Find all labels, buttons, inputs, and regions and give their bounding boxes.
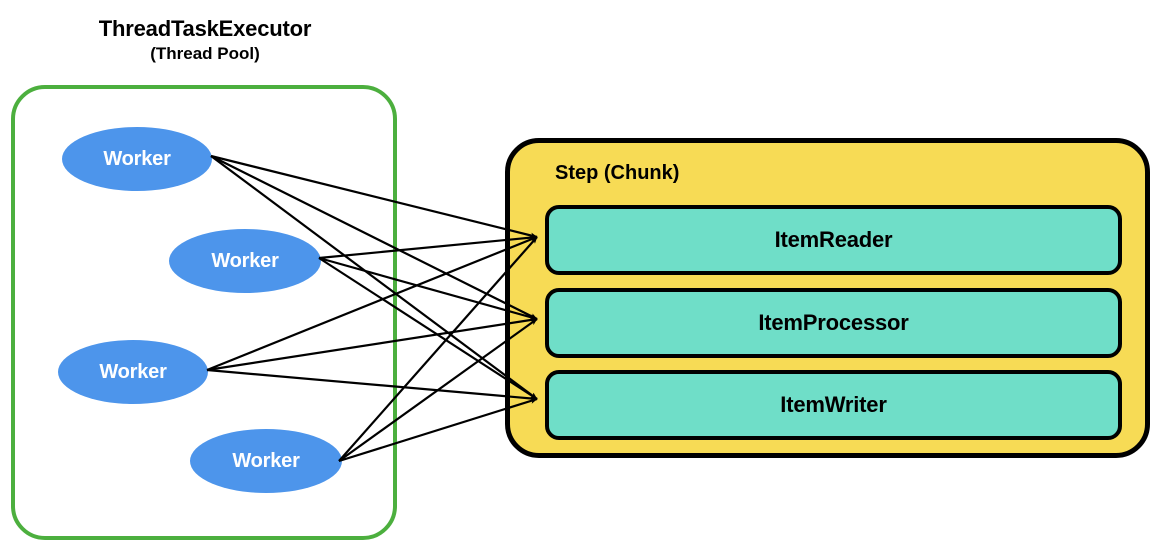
stage-item-reader[interactable]: ItemReader — [545, 205, 1122, 275]
worker-label: Worker — [103, 147, 171, 170]
step-chunk-label: Step (Chunk) — [555, 162, 680, 184]
stage-item-writer[interactable]: ItemWriter — [545, 370, 1122, 440]
stage-label: ItemProcessor — [758, 310, 909, 335]
worker-label: Worker — [211, 249, 279, 272]
worker-node-1[interactable]: Worker — [62, 127, 212, 191]
worker-label: Worker — [232, 449, 300, 472]
worker-node-2[interactable]: Worker — [169, 229, 321, 293]
stage-label: ItemWriter — [780, 392, 887, 417]
executor-subtitle: (Thread Pool) — [150, 44, 260, 63]
worker-node-3[interactable]: Worker — [58, 340, 208, 404]
worker-node-4[interactable]: Worker — [190, 429, 342, 493]
step-chunk-container: Step (Chunk) ItemReader ItemProcessor It… — [505, 138, 1150, 458]
stage-label: ItemReader — [774, 227, 893, 252]
worker-label: Worker — [99, 360, 167, 383]
executor-title: ThreadTaskExecutor — [98, 16, 312, 41]
stage-item-processor[interactable]: ItemProcessor — [545, 288, 1122, 358]
